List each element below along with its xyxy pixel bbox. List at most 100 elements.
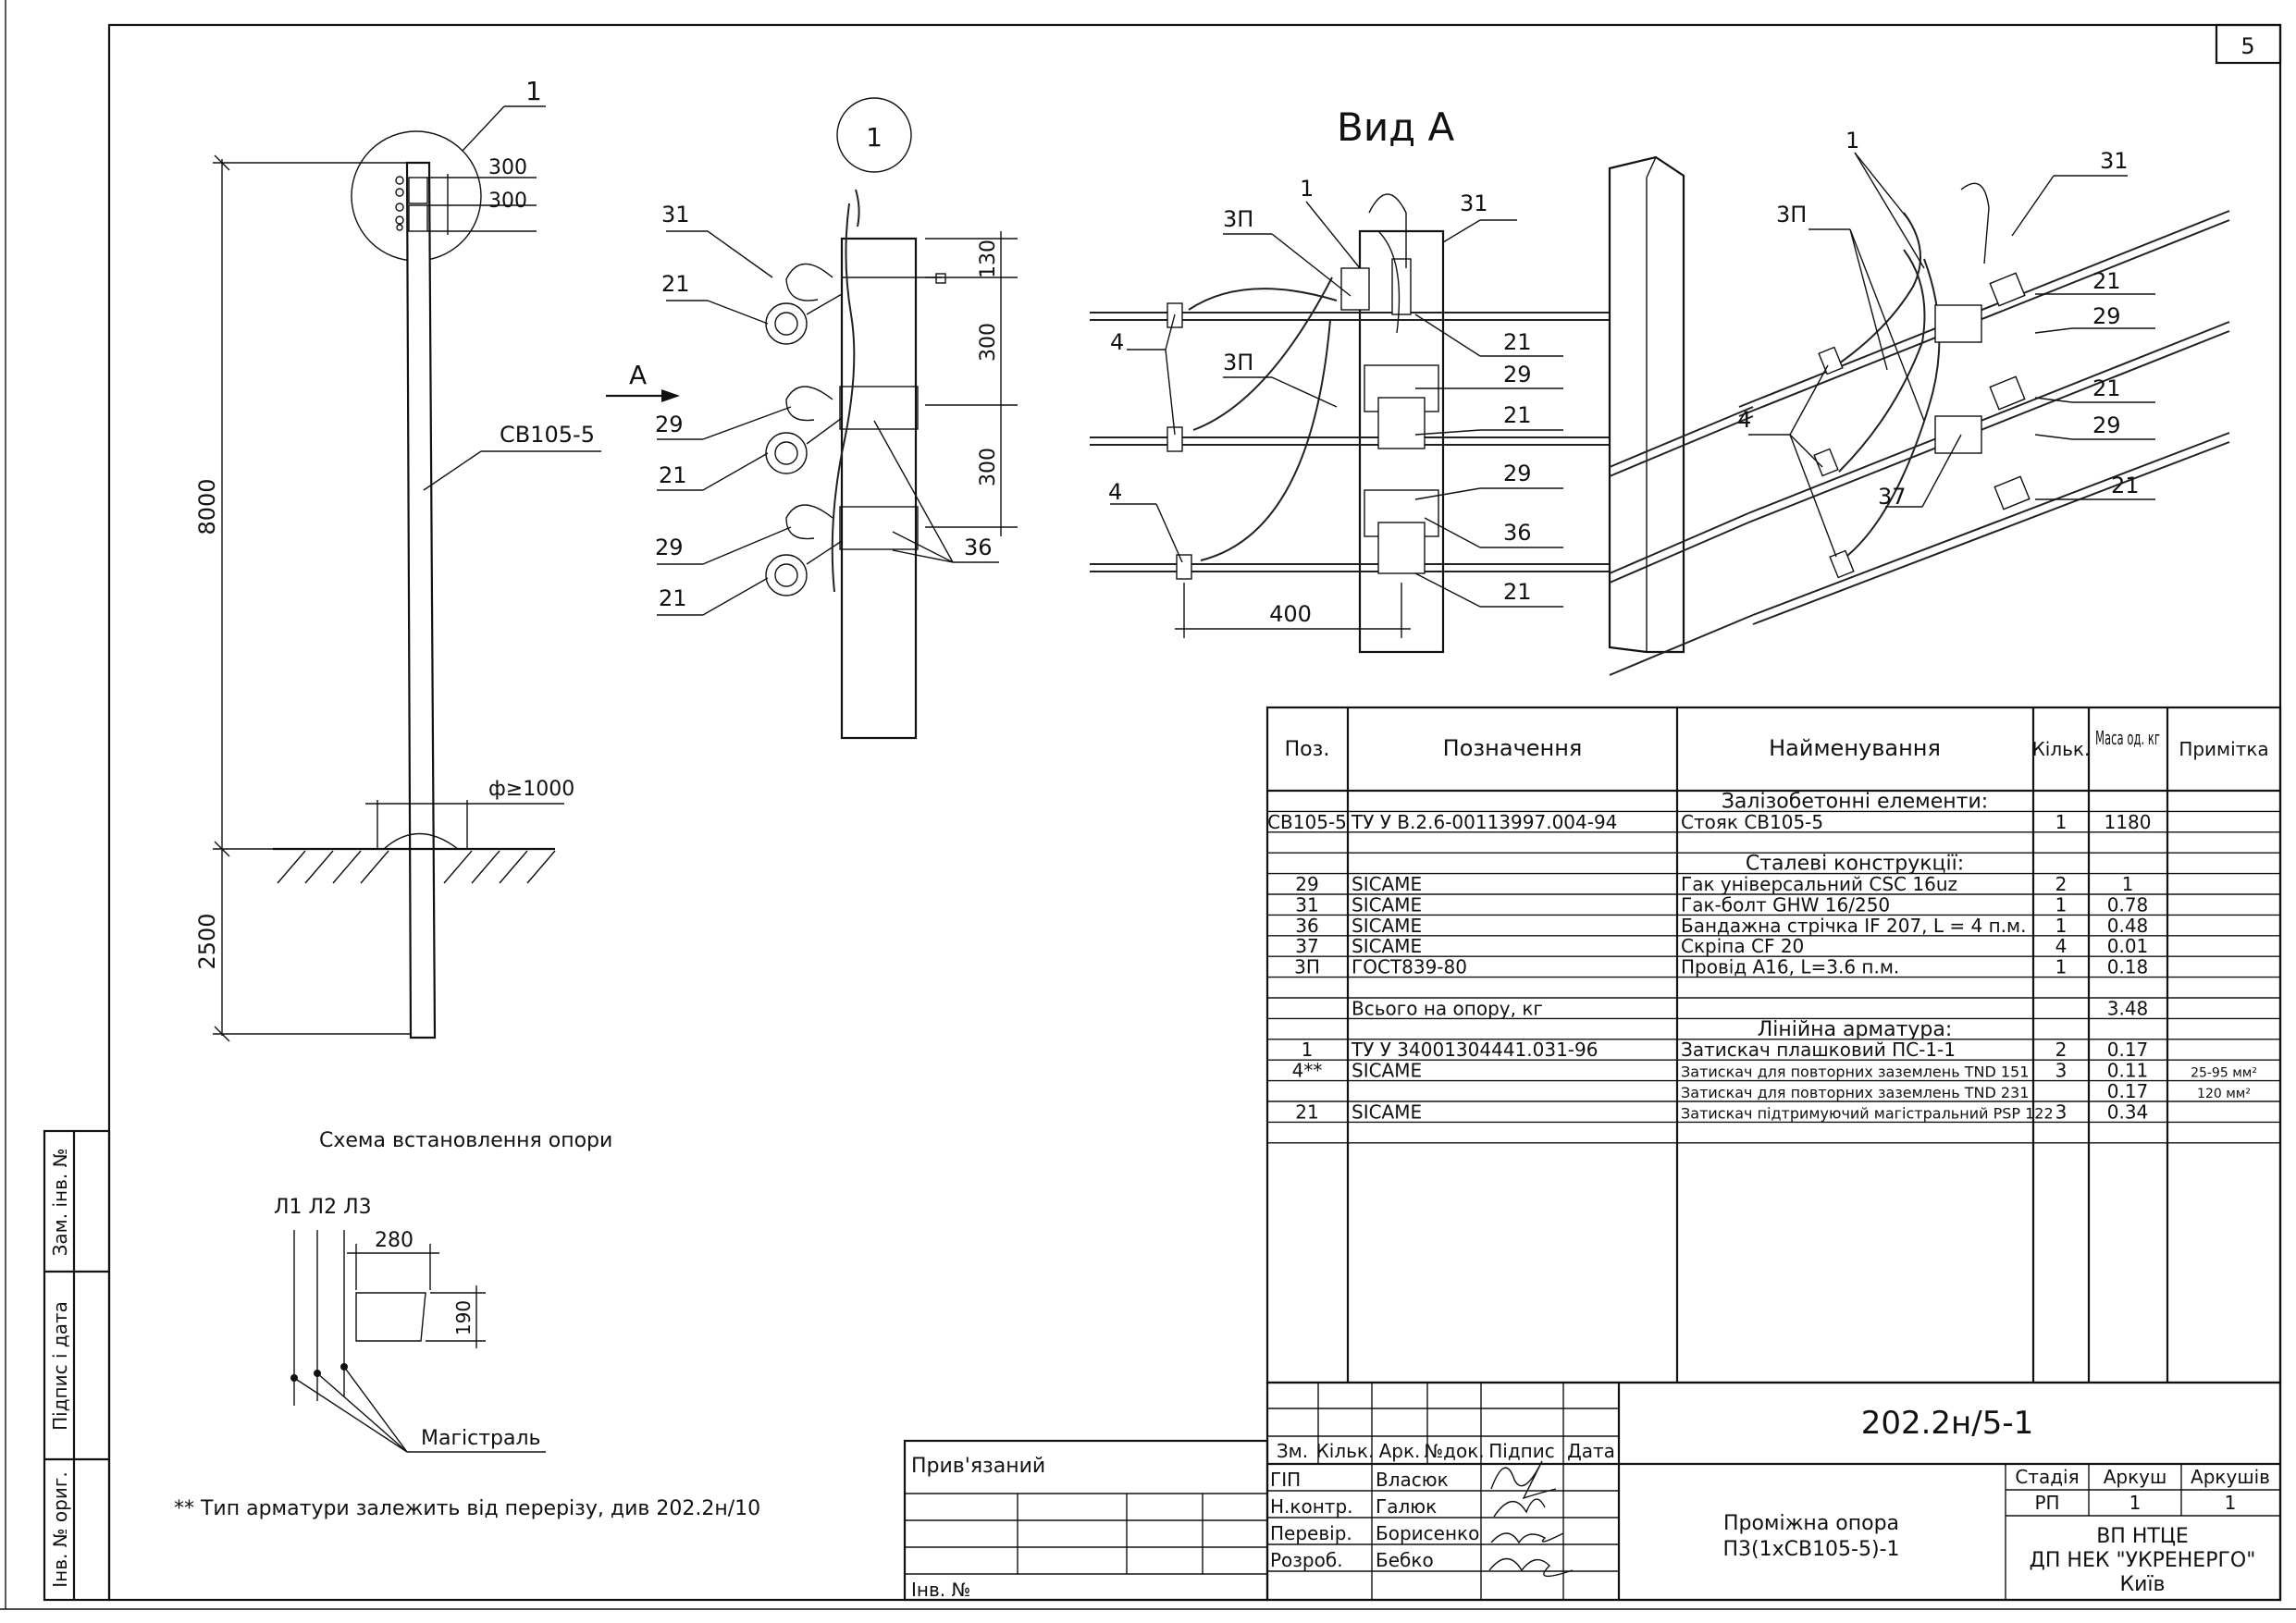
phase-caption: Магістраль — [421, 1427, 541, 1450]
spec-cell-mass: 3.48 — [2107, 997, 2149, 1019]
spec-cell-des: SICAME — [1352, 1100, 1422, 1123]
detail-1: 1 31 21 29 — [606, 97, 1018, 740]
spec-section-title: Лінійна арматура: — [1758, 1018, 1953, 1041]
iso-view: 1 3П 4 37 31 21 29 21 29 21 — [1608, 128, 2230, 676]
view-a-title: Вид А — [1337, 105, 1454, 150]
detail-1-callout: 1 — [866, 122, 883, 153]
object-name-1: Проміжна опора — [1723, 1512, 1899, 1535]
spec-cell-qty: 1 — [2055, 915, 2068, 937]
view-a-label-4-bottom: 4 — [1108, 479, 1122, 505]
side-stamp-field-sign: Підпис і дата — [49, 1301, 71, 1431]
detail-1-label-21b: 21 — [659, 462, 687, 488]
spec-cell-name: Стояк СВ105-5 — [1681, 811, 1823, 833]
inv-label: Інв. № — [911, 1579, 970, 1601]
iso-label-31: 31 — [2100, 148, 2129, 174]
view-a-dim-400: 400 — [1269, 601, 1312, 627]
view-a-cables — [1090, 277, 1642, 580]
dim-top-2: 300 — [488, 190, 527, 213]
detail-1-label-31: 31 — [661, 202, 690, 227]
spec-cell-qty: 1 — [2055, 956, 2068, 978]
pit-diameter-label: ф≥1000 — [488, 778, 574, 801]
iso-cables — [1609, 210, 2230, 676]
spec-cell-pos: 31 — [1295, 893, 1318, 916]
iso-label-4: 4 — [1737, 407, 1751, 433]
view-a-label-3p-mid: 3П — [1223, 350, 1253, 375]
tb-name-2: Галюк — [1376, 1495, 1437, 1518]
spec-cell-pos: 4** — [1292, 1060, 1323, 1082]
side-stamp-field-replace: Зам. інв. № — [49, 1149, 71, 1257]
spec-cell-note: 120 мм² — [2197, 1087, 2251, 1101]
spec-cell-name: Бандажна стрічка IF 207, L = 4 п.м. — [1681, 915, 2026, 937]
footnote: ** Тип арматури залежить від перерізу, д… — [174, 1497, 760, 1520]
tb-head-zm: Зм. — [1277, 1440, 1308, 1462]
detail-1-label-21c: 21 — [659, 585, 687, 611]
sheet-value: 1 — [2129, 1492, 2142, 1514]
iso-label-21c: 21 — [2111, 473, 2140, 498]
tb-head-kilk: Кільк. — [1316, 1440, 1375, 1462]
phase-labels: Л1 Л2 Л3 — [274, 1196, 372, 1219]
view-a-label-29b: 29 — [1503, 461, 1532, 486]
spec-cell-mass: 0.17 — [2107, 1039, 2149, 1061]
org-1: ВП НТЦЕ — [2096, 1525, 2189, 1548]
detail-1-label-21a: 21 — [661, 271, 690, 297]
spec-cell-name: Затискач для повторних заземлень TND 151 — [1681, 1064, 2029, 1081]
spec-cell-qty: 4 — [2055, 935, 2068, 957]
spec-cell-mass: 1180 — [2105, 811, 2152, 833]
detail-1-dim-300b: 300 — [977, 448, 1000, 486]
spec-cell-name: Затискач підтримуючий магістральний PSP … — [1681, 1104, 2054, 1122]
sheets-value: 1 — [2225, 1492, 2237, 1514]
phase-dim-w: 280 — [375, 1229, 414, 1252]
spec-cell-qty: 2 — [2055, 873, 2068, 895]
tb-name-1: Власюк — [1376, 1469, 1449, 1491]
iso-label-37: 37 — [1878, 484, 1907, 510]
spec-cell-pos: 29 — [1295, 873, 1318, 895]
phase-dim-h: 190 — [452, 1300, 475, 1335]
view-a-label-1: 1 — [1300, 176, 1314, 202]
spec-cell-name: Гак універсальний CSC 16uz — [1681, 873, 1957, 895]
spec-cell-pos: 36 — [1295, 915, 1318, 937]
spec-cell-name: Гак-болт GHW 16/250 — [1681, 893, 1890, 916]
spec-head-qty: Кільк. — [2032, 738, 2091, 760]
spec-section-title: Сталеві конструкції: — [1746, 853, 1964, 876]
spec-section-title: Залізобетонні елементи: — [1722, 790, 1988, 813]
dim-top-1: 300 — [488, 156, 527, 179]
iso-label-1: 1 — [1845, 128, 1859, 154]
spec-cell-des: ТУ У 34001304441.031-96 — [1351, 1039, 1598, 1061]
stage-head: Стадія — [2015, 1466, 2079, 1488]
spec-cell-des: SICAME — [1352, 873, 1422, 895]
spec-cell-des: SICAME — [1352, 935, 1422, 957]
tb-name-3: Борисенко — [1376, 1522, 1479, 1544]
spec-cell-name: Затискач плашковий ПС-1-1 — [1681, 1039, 1956, 1061]
view-a-label-21a: 21 — [1503, 329, 1532, 355]
detail-1-label-29a: 29 — [655, 412, 684, 437]
title-block: Прив'язаний Інв. № Зм. Кільк. Арк. №док.… — [903, 1381, 2282, 1602]
tb-name-4: Бебко — [1376, 1549, 1434, 1571]
sheet-number: 5 — [2240, 33, 2254, 59]
spec-cell-name: Затискач для повторних заземлень TND 231 — [1681, 1084, 2029, 1101]
spec-head-des: Позначення — [1443, 735, 1583, 761]
spec-cell-qty: 1 — [2055, 811, 2068, 833]
tb-head-ark: Арк. — [1379, 1440, 1421, 1462]
view-a-label-21b: 21 — [1503, 402, 1532, 428]
tb-role-rozrob: Розроб. — [1270, 1549, 1343, 1571]
spec-head-pos: Поз. — [1285, 738, 1330, 761]
spec-cell-pos: 37 — [1295, 935, 1318, 957]
object-name-2: П3(1хСВ105-5)-1 — [1722, 1538, 1899, 1561]
sheet-head: Аркуш — [2104, 1466, 2167, 1488]
iso-label-21b: 21 — [2092, 375, 2121, 401]
spec-cell-des: ТУ У В.2.6-00113997.004-94 — [1351, 811, 1617, 833]
spec-cell-mass: 0.78 — [2107, 893, 2149, 916]
spec-cell-pos: 1 — [1302, 1039, 1314, 1061]
spec-cell-pos: 21 — [1295, 1100, 1318, 1123]
spec-cell-mass: 0.01 — [2107, 935, 2149, 957]
view-a-label-3p-top: 3П — [1223, 206, 1253, 232]
spec-cell-mass: 0.17 — [2107, 1080, 2149, 1102]
side-stamp: Зам. інв. № Підпис і дата Інв. № ориг. — [43, 1129, 111, 1602]
overview-callout: 1 — [525, 76, 542, 106]
drawing-code: 202.2н/5-1 — [1861, 1405, 2034, 1442]
iso-label-21a: 21 — [2092, 268, 2121, 294]
tb-head-sign: Підпис — [1488, 1440, 1555, 1462]
sheets-head: Аркушів — [2191, 1466, 2270, 1488]
overview-scheme: 1 ф≥1000 8000 2500 — [194, 76, 612, 1152]
spec-cell-des: SICAME — [1352, 1060, 1422, 1082]
